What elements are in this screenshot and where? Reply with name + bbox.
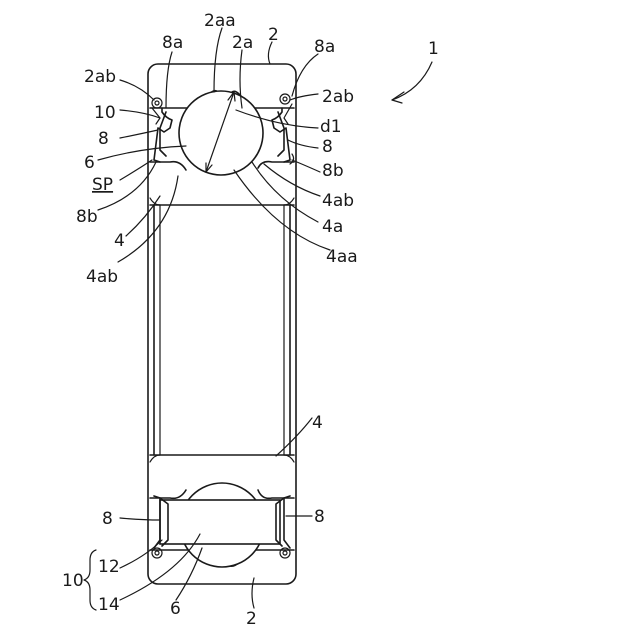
label-seal-bottom-left: 8 [102,509,113,529]
label-seal-left: 8 [98,129,109,149]
label-assembly: 1 [428,39,439,59]
label-seal-unit-left: 10 [94,103,116,123]
label-seal-bottom-right: 8 [314,507,325,527]
label-groove-right: 2ab [322,87,354,107]
label-seal-right: 8 [322,137,333,157]
label-outer-ring-top: 2 [268,25,279,45]
label-lip-bottom: 14 [98,595,120,615]
ball-upper [179,91,263,175]
label-core-bottom: 12 [98,557,120,577]
label-diameter: d1 [320,117,342,137]
label-ball-top: 6 [84,153,95,173]
label-seal-edge-right: 8b [322,161,344,181]
label-outer-race-top: 2a [232,33,253,53]
seal-core [160,500,280,544]
label-outer-ring-bottom: 2 [246,609,257,629]
label-groove-left: 2ab [84,67,116,87]
label-inner-ring-left: 4 [114,231,125,251]
lower-section [150,455,294,567]
label-inner-ring-bottom: 4 [312,413,323,433]
label-inner-groove-left: 4ab [86,267,118,287]
label-seal-lip-left: 8a [162,33,183,53]
label-gap: SP [92,175,113,195]
label-seal-unit-bottom: 10 [62,571,84,591]
label-seal-edge-left: 8b [76,207,98,227]
label-seal-lip-right: 8a [314,37,335,57]
label-ball-groove-top: 2aa [204,11,236,31]
label-inner-groove-right: 4ab [322,191,354,211]
label-inner-race: 4a [322,217,343,237]
label-ball-bottom: 6 [170,599,181,619]
label-inner-race-groove: 4aa [326,247,358,267]
